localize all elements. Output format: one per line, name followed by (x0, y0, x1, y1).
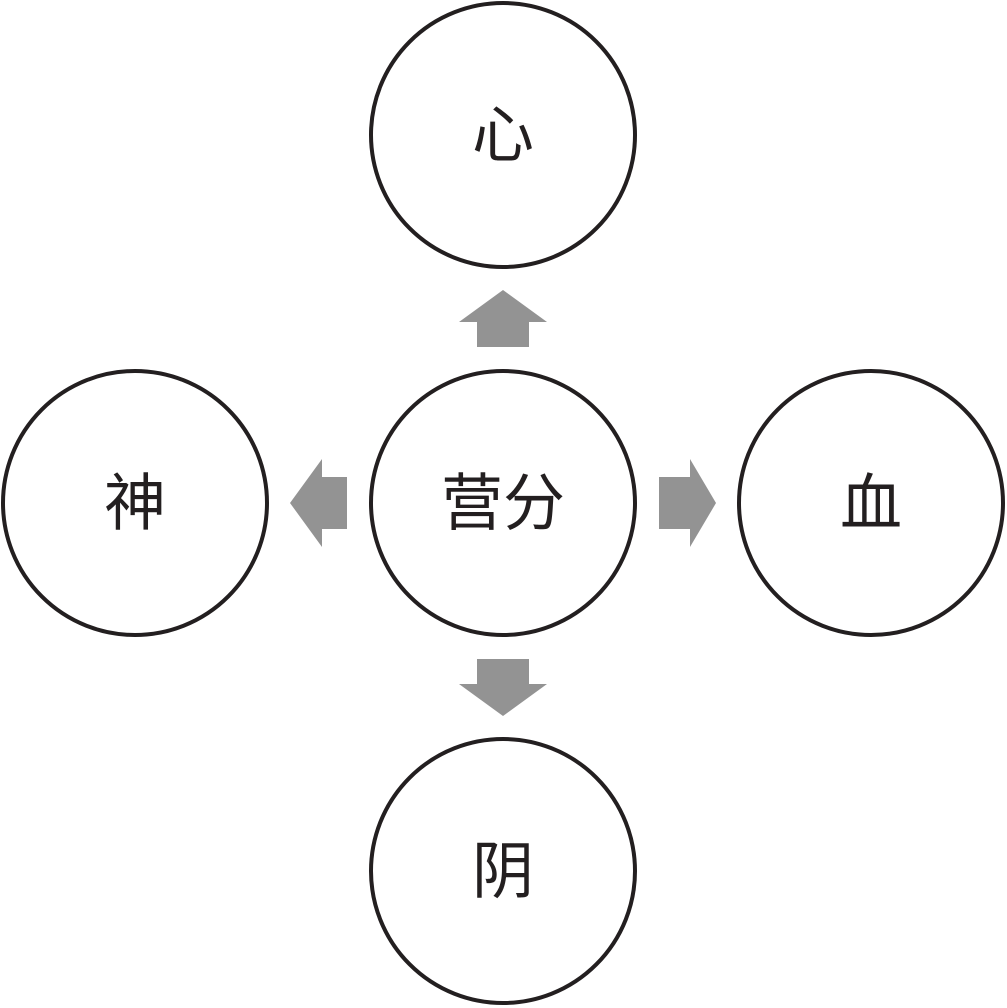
node-left-label: 神 (104, 467, 166, 540)
arrow-down-icon (459, 659, 547, 716)
node-center: 营分 (369, 369, 637, 637)
node-top-circle (369, 1, 637, 269)
node-bottom: 阴 (369, 737, 637, 1005)
node-left-circle (1, 369, 269, 637)
arrow-up-icon (459, 290, 547, 347)
node-center-circle (369, 369, 637, 637)
node-right: 血 (737, 369, 1005, 637)
node-center-label: 营分 (441, 467, 565, 540)
node-bottom-label: 阴 (472, 835, 534, 908)
arrow-left-icon (290, 459, 347, 547)
arrow-right-icon (659, 459, 716, 547)
node-bottom-circle (369, 737, 637, 1005)
node-right-circle (737, 369, 1005, 637)
node-top-label: 心 (472, 99, 534, 172)
node-left: 神 (1, 369, 269, 637)
node-right-label: 血 (840, 467, 902, 540)
node-top: 心 (369, 1, 637, 269)
